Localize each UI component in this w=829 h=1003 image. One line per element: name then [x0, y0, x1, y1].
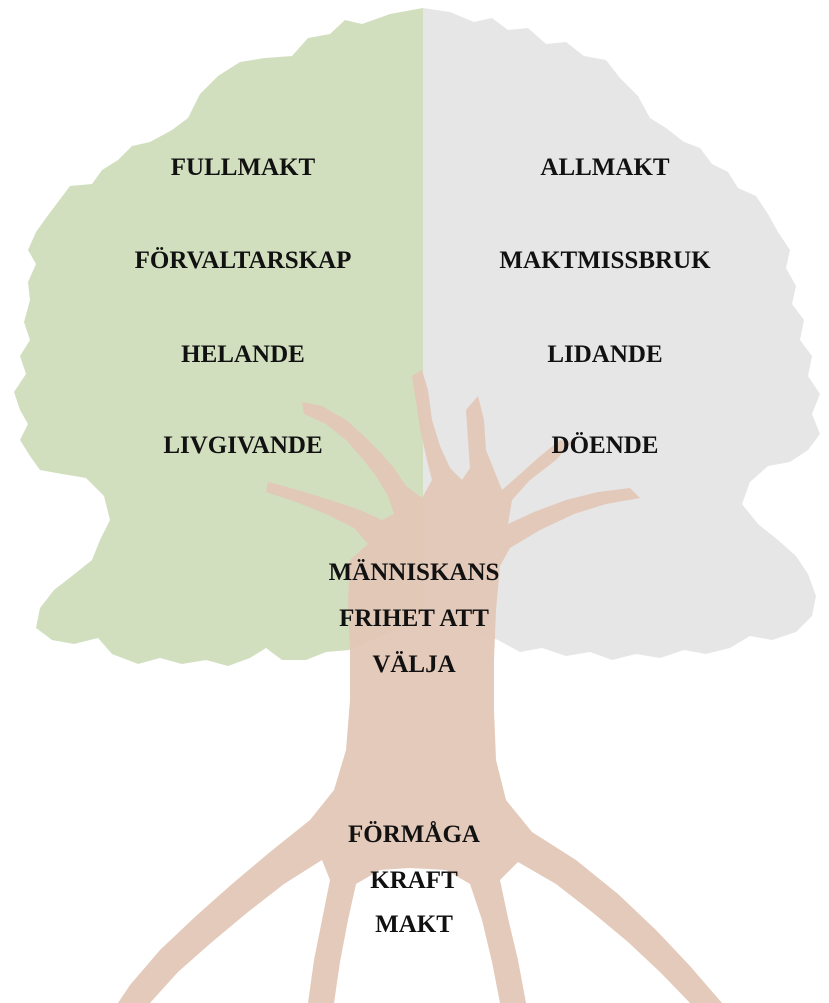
- left-label-livgivande: LIVGIVANDE: [163, 431, 322, 461]
- trunk-label-valja: VÄLJA: [372, 650, 455, 680]
- right-label-allmakt: ALLMAKT: [540, 153, 669, 183]
- right-label-maktmissbruk: MAKTMISSBRUK: [499, 246, 710, 276]
- root-label-formaga: FÖRMÅGA: [348, 820, 480, 850]
- left-label-helande: HELANDE: [181, 340, 305, 370]
- left-label-forvaltarskap: FÖRVALTARSKAP: [135, 246, 352, 276]
- root-label-makt: MAKT: [375, 910, 453, 940]
- root-label-kraft: KRAFT: [370, 866, 458, 896]
- right-label-lidande: LIDANDE: [547, 340, 662, 370]
- right-label-doende: DÖENDE: [552, 431, 659, 461]
- left-label-fullmakt: FULLMAKT: [171, 153, 315, 183]
- trunk-label-frihet-att: FRIHET ATT: [339, 604, 489, 634]
- trunk-label-manniskans: MÄNNISKANS: [329, 558, 500, 588]
